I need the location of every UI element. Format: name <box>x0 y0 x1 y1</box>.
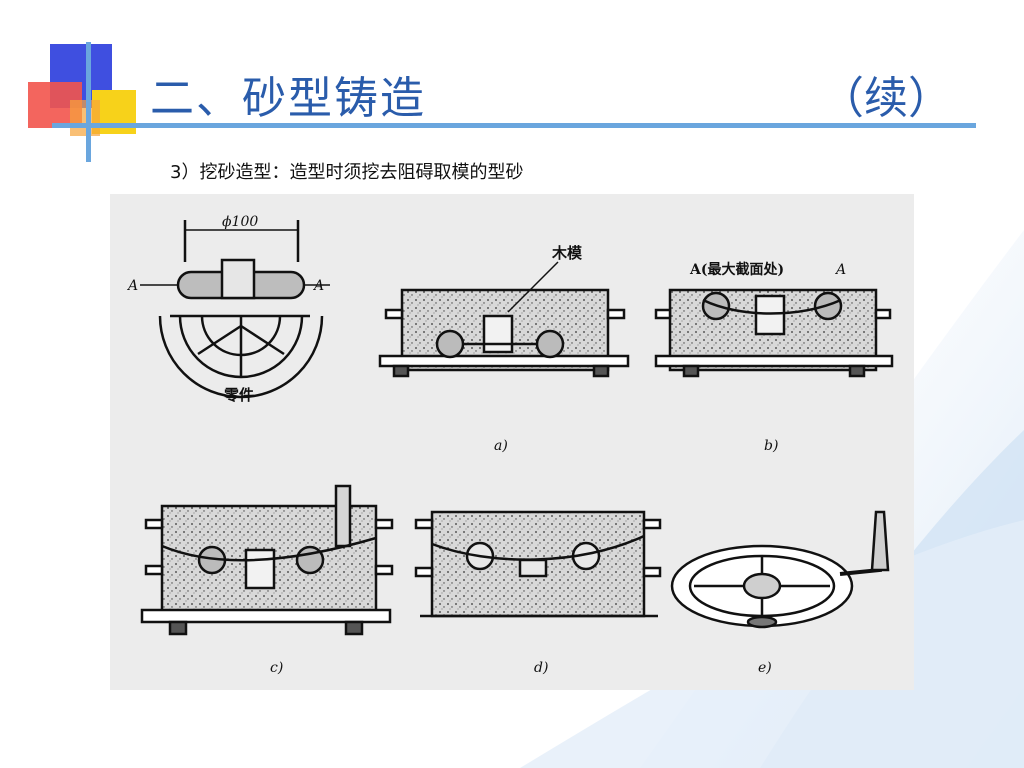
moulding-diagram: ϕ100 A A 零件 木模 A(最大截面处) A a) b) c) d) e) <box>126 214 894 676</box>
sub-label-d: d) <box>534 660 548 676</box>
slide-subtitle: 3）挖砂造型：造型时须挖去阻碍取模的型砂 <box>170 162 524 183</box>
sub-label-a: a) <box>494 438 508 454</box>
logo-squares <box>28 44 136 136</box>
sub-label-e: e) <box>758 660 772 676</box>
panel-c-drawing <box>140 484 394 636</box>
sub-label-c: c) <box>270 660 283 676</box>
dimension-label: ϕ100 <box>222 214 258 230</box>
slide-title-continued: （续） <box>820 73 952 124</box>
title-underline <box>52 123 976 128</box>
panel-e-handwheel <box>670 510 890 629</box>
section-mark-b: A <box>834 262 846 278</box>
slide-title: 二、砂型铸造 <box>150 73 426 124</box>
title-vertical-bar <box>86 42 91 162</box>
panel-a-drawing <box>378 261 630 378</box>
panel-b-drawing <box>654 288 894 378</box>
section-mark-right: A <box>312 278 324 294</box>
part-drawing <box>140 220 330 399</box>
part-label: 零件 <box>223 386 254 404</box>
panel-d-drawing <box>414 510 662 618</box>
moulding-diagram-figure: ϕ100 A A 零件 木模 A(最大截面处) A a) b) c) d) e) <box>110 194 914 690</box>
max-section-label: A(最大截面处) <box>689 261 784 278</box>
pattern-label: 木模 <box>551 244 583 262</box>
section-mark-left: A <box>126 278 138 294</box>
sub-label-b: b) <box>764 438 778 454</box>
